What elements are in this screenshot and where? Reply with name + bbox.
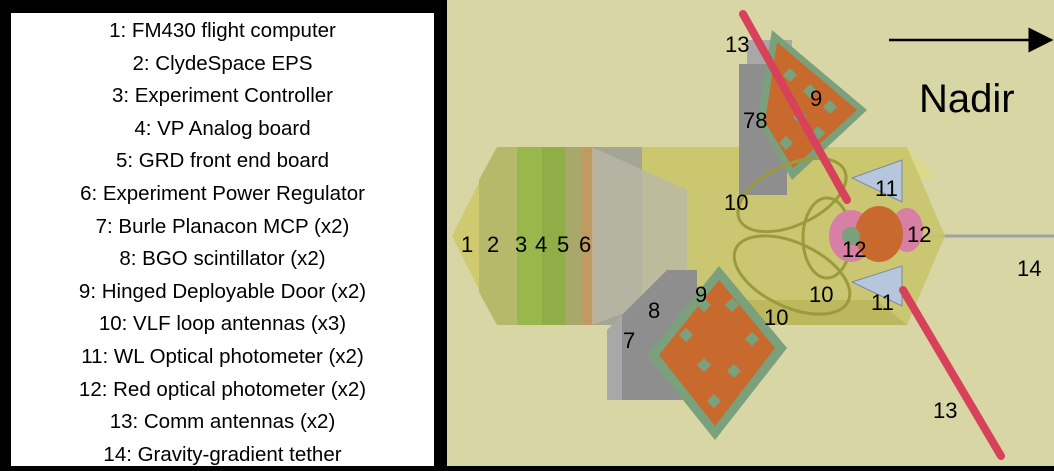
legend-item: 9: Hinged Deployable Door (x2) xyxy=(78,279,367,303)
label-board-5: 5 xyxy=(557,232,569,257)
label-comm-bottom: 13 xyxy=(933,398,957,423)
board-1 xyxy=(479,147,517,325)
component-labels: 1 2 3 4 5 6 78 7 8 9 9 10 10 10 11 11 12… xyxy=(461,32,1041,423)
legend-item: 10: VLF loop antennas (x3) xyxy=(98,312,347,336)
label-wl-top: 11 xyxy=(875,176,898,201)
legend-item: 5: GRD front end board xyxy=(115,149,330,173)
comm-antenna-top xyxy=(739,10,851,204)
legend-panel: 1: FM430 flight computer 2: ClydeSpace E… xyxy=(11,13,434,466)
lower-door xyxy=(659,280,775,426)
legend-item: 4: VP Analog board xyxy=(134,116,311,140)
label-comm-top: 13 xyxy=(725,32,749,57)
label-tether: 14 xyxy=(1017,256,1041,281)
label-mcp-bottom: 7 xyxy=(623,328,635,353)
legend-list: 1: FM430 flight computer 2: ClydeSpace E… xyxy=(11,15,434,471)
lower-bgo xyxy=(607,315,622,400)
legend-item: 11: WL Optical photometer (x2) xyxy=(81,344,364,368)
legend-item: 8: BGO scintillator (x2) xyxy=(119,247,326,271)
label-door-top: 9 xyxy=(810,86,822,111)
vlf-loop-lower xyxy=(732,234,852,316)
lower-door-cutouts xyxy=(678,297,760,409)
wl-photometer-top xyxy=(850,159,903,203)
legend-item: 14: Gravity-gradient tether xyxy=(103,442,342,466)
label-board-1: 1 xyxy=(461,232,473,257)
board-3 xyxy=(542,147,565,325)
upper-detector-block xyxy=(739,30,867,195)
legend-item: 13: Comm antennas (x2) xyxy=(109,410,336,434)
lower-detector-block xyxy=(607,266,787,440)
label-red-right: 12 xyxy=(907,222,931,247)
label-board-6: 6 xyxy=(579,232,591,257)
wl-photometer-bottom xyxy=(850,265,903,307)
label-board-2: 2 xyxy=(487,232,499,257)
label-vlf-right: 10 xyxy=(809,282,833,307)
board-2 xyxy=(517,147,542,325)
label-vlf-bottom: 10 xyxy=(764,305,788,330)
label-red-left: 12 xyxy=(842,237,866,262)
legend-item: 3: Experiment Controller xyxy=(111,84,334,108)
photometer-lens xyxy=(842,227,860,245)
comm-antennas xyxy=(739,10,1005,460)
satellite-diagram-svg: Nadir 1 2 3 4 5 6 78 7 8 9 9 10 10 10 11… xyxy=(447,0,1054,466)
nadir-label: Nadir xyxy=(919,77,1015,121)
board-4 xyxy=(565,147,582,325)
legend-item: 2: ClydeSpace EPS xyxy=(132,51,313,75)
satellite-diagram: Nadir 1 2 3 4 5 6 78 7 8 9 9 10 10 10 11… xyxy=(447,0,1054,466)
label-board-4: 4 xyxy=(535,232,547,257)
photometer-center xyxy=(855,206,903,262)
photometers xyxy=(829,159,923,307)
label-board-3: 3 xyxy=(515,232,527,257)
legend-item: 7: Burle Planacon MCP (x2) xyxy=(95,214,350,238)
label-wl-bottom: 11 xyxy=(871,290,894,315)
label-vlf-left: 10 xyxy=(724,190,748,215)
label-bgo-bottom: 8 xyxy=(648,298,660,323)
legend-item: 12: Red optical photometer (x2) xyxy=(78,377,367,401)
comm-antenna-bottom xyxy=(899,286,1005,460)
label-door-bottom: 9 xyxy=(695,282,707,307)
legend-item: 1: FM430 flight computer xyxy=(109,19,336,42)
legend-item: 6: Experiment Power Regulator xyxy=(80,181,365,205)
label-mcp-top: 78 xyxy=(743,108,767,133)
